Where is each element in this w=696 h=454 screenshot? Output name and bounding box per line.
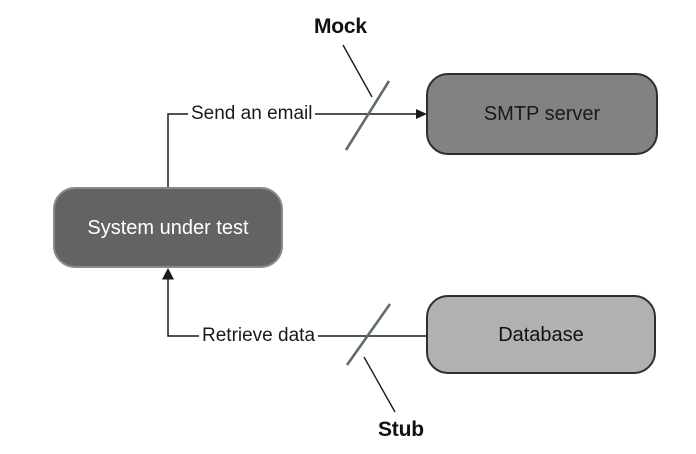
edge-label-send-an-email: Send an email xyxy=(188,103,316,125)
arrowhead-into-smtp xyxy=(416,109,427,119)
edge-label-retrieve-data: Retrieve data xyxy=(199,325,319,347)
retrieve-data-connector-line xyxy=(167,279,426,337)
annotation-stub: Stub xyxy=(378,418,424,441)
node-database-label: Database xyxy=(498,323,584,346)
node-smtp-server: SMTP server xyxy=(426,73,658,155)
send-email-connector-line xyxy=(167,113,417,187)
node-database: Database xyxy=(426,295,656,374)
stub-slash-mark xyxy=(345,303,392,366)
mock-pointer-line xyxy=(342,44,373,98)
node-system-under-test: System under test xyxy=(53,187,283,268)
arrowhead-into-system xyxy=(162,268,174,280)
stub-pointer-line xyxy=(363,356,396,413)
mock-slash-mark xyxy=(344,80,391,151)
node-smtp-server-label: SMTP server xyxy=(483,103,601,125)
annotation-mock: Mock xyxy=(314,15,367,38)
node-system-under-test-label: System under test xyxy=(87,216,249,239)
